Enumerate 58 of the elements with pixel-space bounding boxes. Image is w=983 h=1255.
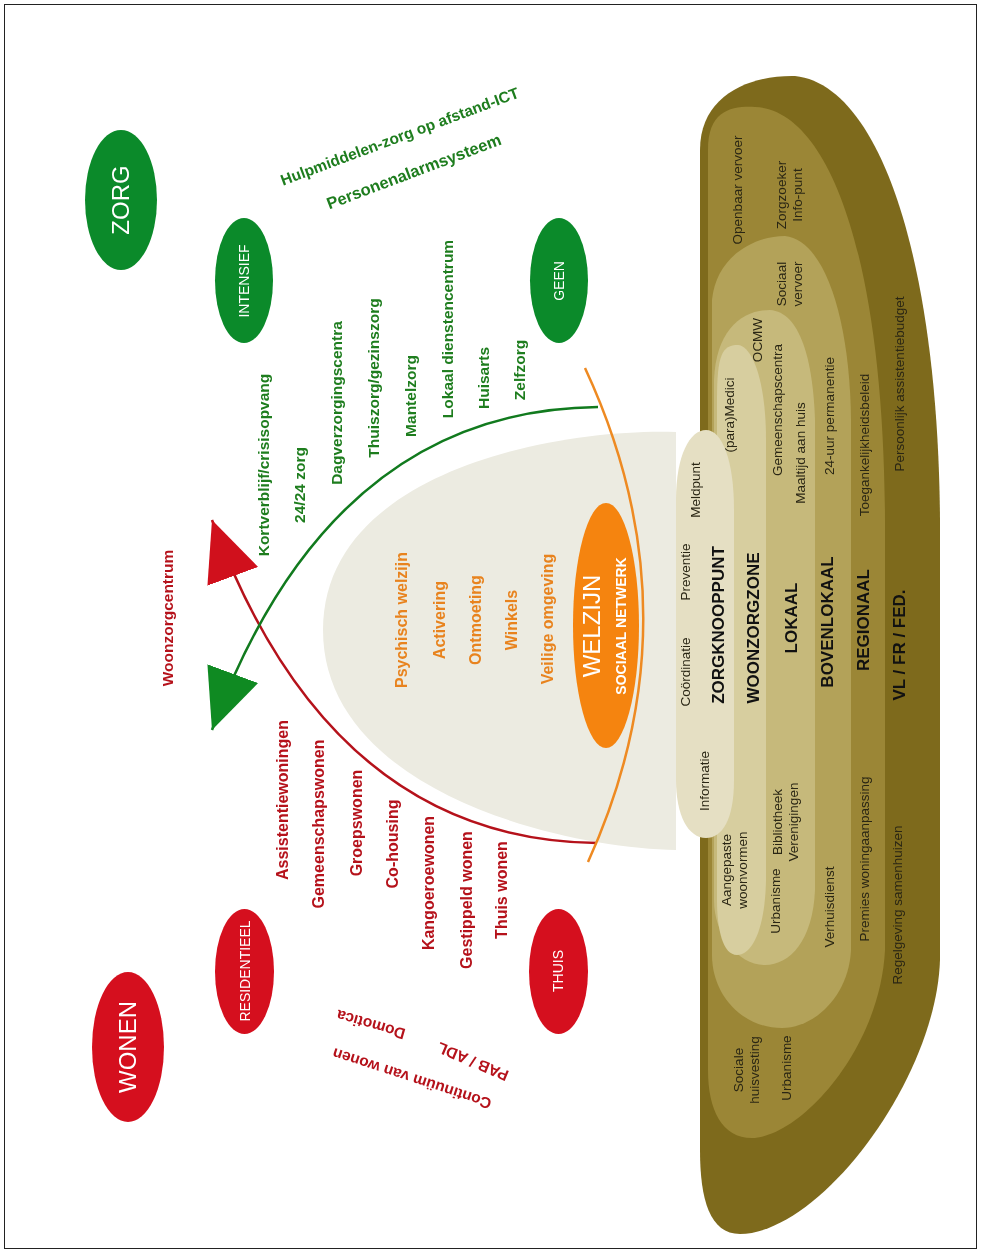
service-label: Persoonlijk assistentiebudget <box>891 296 908 472</box>
service-label: OCMW <box>749 317 766 363</box>
oval-label: WELZIJN <box>577 574 606 678</box>
wellbeing-label: Veilige omgeving <box>538 553 558 685</box>
service-label: 24-uur permanentie <box>821 357 838 475</box>
housing-label: Woonzorgcentrum <box>158 549 177 687</box>
wellbeing-label: Ontmoeting <box>466 575 486 665</box>
care-label: Dagverzorgingscentra <box>327 321 346 485</box>
zone-title: LOKAAL <box>781 582 802 654</box>
housing-label: Co-housing <box>383 799 403 889</box>
service-label: Coördinatie <box>677 637 694 707</box>
service-label: Toegankelijkheidsbeleid <box>856 373 873 517</box>
service-label: Regelgeving samenhuizen <box>889 825 906 985</box>
zone-band <box>708 106 886 1139</box>
service-label: Premies woningaanpassing <box>856 776 873 942</box>
service-label: (para)Medici <box>721 377 738 453</box>
housing-label: Groepswonen <box>347 769 367 877</box>
zone-title: WOONZORGZONE <box>743 552 764 704</box>
service-label: Sociaal vervoer <box>773 260 806 309</box>
service-label: Informatie <box>696 751 713 811</box>
service-label: Aangepaste woonvormen <box>718 830 751 911</box>
care-label: 24/24 zorg <box>290 447 309 523</box>
oval-label: INTENSIEF <box>235 244 253 318</box>
service-label: Urbanisme <box>767 868 784 934</box>
zone-title: ZORGKNOOPPUNT <box>708 546 729 704</box>
care-label: Mantelzorg <box>401 355 420 437</box>
oval-label: THUIS <box>549 950 567 992</box>
housing-label: Thuis wonen <box>492 841 512 939</box>
wellbeing-label: Psychisch welzijn <box>392 551 412 689</box>
care-label: Kortverblijf/crisisopvang <box>254 373 273 557</box>
care-label: Thuiszorg/gezinszorg <box>364 298 383 458</box>
oval-label: WONEN <box>113 1001 142 1093</box>
care-label: Zelfzorg <box>510 339 529 401</box>
service-label: Bibliotheek Verenigingen <box>769 781 802 864</box>
zone-title: VL / FR / FED. <box>889 589 910 701</box>
service-label: Sociale huisvesting <box>730 1035 763 1106</box>
care-label: Huisarts <box>474 347 493 409</box>
service-label: Gemeenschapscentra <box>769 343 786 477</box>
housing-label: Kangoeroewonen <box>419 815 439 951</box>
service-label: Urbanisme <box>778 1035 795 1101</box>
housing-label: Gestippeld wonen <box>457 831 477 969</box>
wellbeing-label: Activering <box>430 580 450 660</box>
service-label: Openbaar vervoer <box>729 135 746 245</box>
wellbeing-label: Winkels <box>502 589 522 651</box>
oval-label: RESIDENTIEEL <box>236 920 254 1022</box>
housing-label: Assistentiewoningen <box>273 720 293 880</box>
care-label: Lokaal dienstencentrum <box>438 239 457 419</box>
zone-title: REGIONAAL <box>853 569 874 671</box>
service-label: Verhuisdienst <box>821 866 838 948</box>
oval-label: SOCIAAL NETWERK <box>612 557 630 695</box>
service-label: Meldpunt <box>687 462 704 518</box>
zone-title: BOVENLOKAAL <box>817 556 838 688</box>
service-label: Maaltijd aan huis <box>792 402 809 504</box>
service-label: Zorgzoeker Info-punt <box>773 159 806 232</box>
oval-label: GEEN <box>550 261 568 301</box>
housing-label: Gemeenschapswonen <box>309 739 329 909</box>
service-label: Preventie <box>677 543 694 601</box>
oval-label: ZORG <box>106 165 135 235</box>
